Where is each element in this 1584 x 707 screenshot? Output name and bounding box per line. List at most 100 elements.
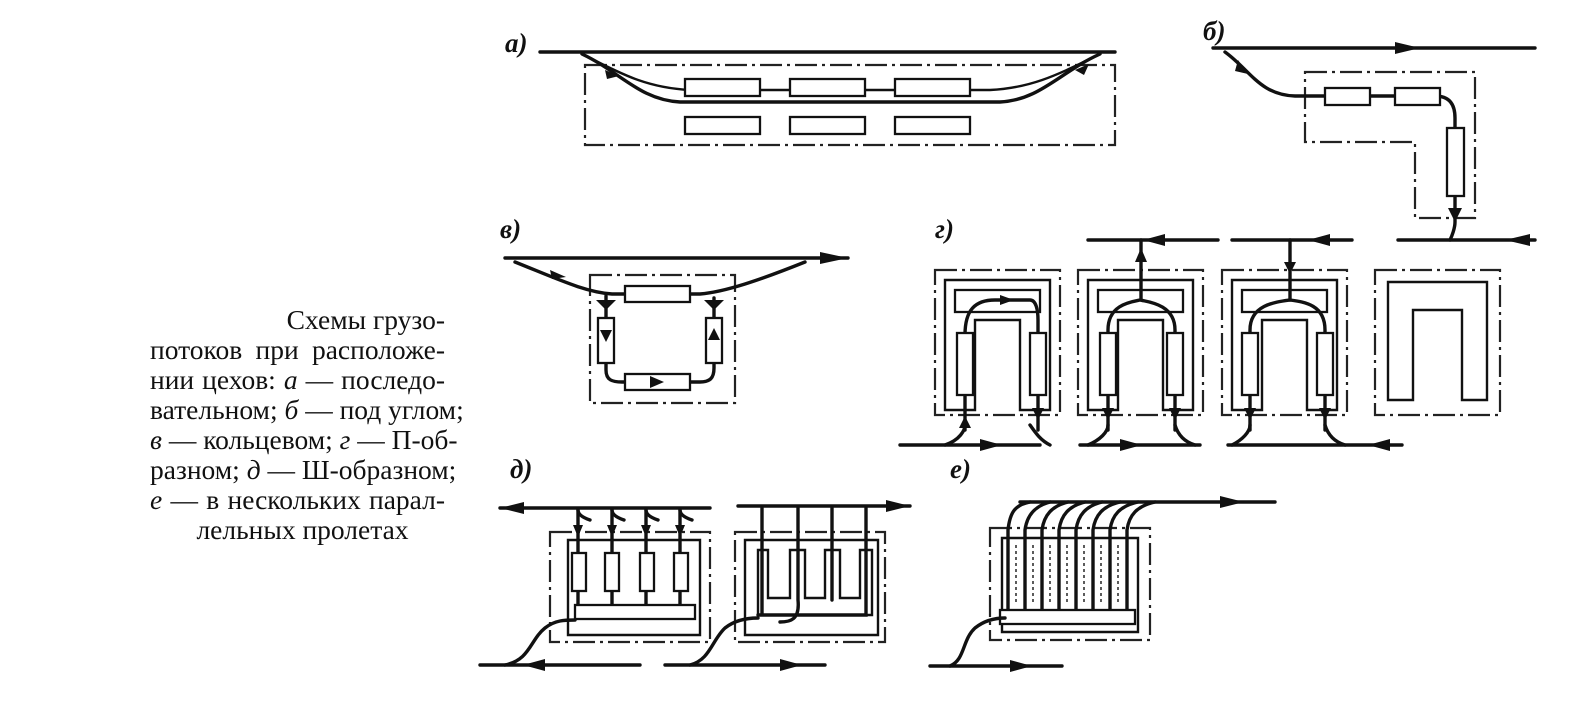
panel-d-unit-2-outline xyxy=(733,530,887,644)
caption-line-5: в — кольцевом; г — П-об- xyxy=(150,424,458,455)
panel-d-unit-1-shop-2 xyxy=(603,551,621,593)
panel-e-lower-join xyxy=(948,616,1007,668)
panel-b-arrow-main xyxy=(1395,42,1420,54)
panel-e-parallel-lines xyxy=(1006,500,1157,614)
panel-g-unit-1-outline xyxy=(933,268,1062,417)
panel-v-arrow-in xyxy=(550,270,566,279)
panel-g-unit-3-arrow-1 xyxy=(1244,408,1256,420)
panel-g-arrow-upper-2 xyxy=(1308,234,1330,246)
caption-line-4: вательном; б — под углом; xyxy=(150,394,464,425)
panel-v-arrow-split-right xyxy=(704,300,724,310)
panel-g-lower-joins-3 xyxy=(1230,423,1347,447)
panel-b-workshop-3 xyxy=(1445,126,1466,198)
panel-d-unit-1-shop-1 xyxy=(570,551,588,593)
panel-v-arrow-down xyxy=(600,330,612,342)
panel-e-arrow-upper xyxy=(1220,496,1244,508)
panel-g-label: г) xyxy=(935,214,954,244)
caption-line-8: лельных пролетах xyxy=(196,514,409,545)
panel-d-label: д) xyxy=(510,454,532,484)
panel-g-u-shaped: г) xyxy=(898,214,1502,451)
panel-a-workshop-3 xyxy=(893,77,972,98)
panel-d-unit-2-lines xyxy=(756,506,868,624)
panel-g-unit-2-left-shop xyxy=(1098,331,1118,397)
panel-g-lower-joins-1 xyxy=(943,423,1052,447)
panel-d-arrow-upper-1 xyxy=(500,502,524,514)
panel-e-arrow-lower xyxy=(1010,660,1032,672)
panel-g-arrow-lower-2 xyxy=(1120,439,1142,451)
panel-g-unit-2-right-shop xyxy=(1165,331,1185,397)
panel-v-workshop-top xyxy=(623,284,692,304)
panel-e-parallel-spans: е) xyxy=(928,454,1277,672)
caption-line-1: Схемы грузо- xyxy=(286,304,445,335)
panel-d-unit-2-comb xyxy=(756,548,874,617)
panel-v-arrow-right xyxy=(650,376,664,388)
panel-b-angled: б) xyxy=(1203,16,1537,246)
panel-v-arrow-up xyxy=(708,328,720,340)
panel-d-arrow-upper-2 xyxy=(886,500,910,512)
panel-g-unit-3-arrow-2 xyxy=(1319,408,1331,420)
panel-v-ring-loop xyxy=(604,294,716,384)
figure-caption: Схемы грузо- потоков при расположе- нии … xyxy=(150,304,464,545)
panel-d-unit-1-frame xyxy=(566,538,702,637)
panel-e-building-outline xyxy=(988,526,1152,642)
panel-v-building-outline xyxy=(588,273,737,405)
panel-g-lower-joins-2 xyxy=(1086,423,1197,447)
panel-g-arrow-lower-3 xyxy=(1368,439,1390,451)
panel-d-unit-2-frame xyxy=(743,538,880,637)
panel-v-label: в) xyxy=(500,214,521,244)
panel-b-arrow-down xyxy=(1448,208,1462,222)
panel-g-unit-1-arrow xyxy=(1000,295,1014,305)
panel-d-arrow-lower-1 xyxy=(523,659,545,671)
panel-d-unit-1-shop-4 xyxy=(672,551,690,593)
panel-e-label: е) xyxy=(950,454,971,484)
panel-d-lower-join-2 xyxy=(688,616,760,667)
panel-d-unit-1-curves xyxy=(576,508,694,522)
panel-a-arrow-out xyxy=(1075,64,1089,75)
panel-g-unit-4-frame xyxy=(1386,280,1489,402)
panel-d-lower-join-1 xyxy=(503,618,577,667)
panel-a-arrow-in xyxy=(605,70,619,79)
panel-b-workshop-1 xyxy=(1323,86,1372,107)
panel-g-unit-1-right-shop xyxy=(1028,331,1048,397)
panel-g-unit-3-arrow-down xyxy=(1284,262,1296,274)
panel-d-w-shaped: д) xyxy=(478,454,912,671)
panel-g-unit-1-frame xyxy=(943,278,1052,412)
panel-d-arrow-lower-2 xyxy=(780,659,802,671)
panel-b-workshop-2 xyxy=(1393,86,1442,107)
panel-g-unit-3-right-shop xyxy=(1315,331,1335,397)
panel-d-unit-1-bottom-shop xyxy=(573,603,697,621)
panel-a-workshop-1 xyxy=(683,77,762,98)
panel-b-label: б) xyxy=(1203,16,1225,46)
panel-a-workshop-4 xyxy=(683,115,762,136)
panel-g-arrow-upper-1 xyxy=(1143,234,1165,246)
panel-g-unit-1-left-shop xyxy=(955,331,975,397)
panel-a-workshop-2 xyxy=(788,77,867,98)
panel-v-workshop-right xyxy=(704,316,724,365)
panel-v-arrow-split-left xyxy=(596,300,616,310)
panel-a-building-outline xyxy=(583,63,1117,147)
panel-v-arrow-main xyxy=(820,252,848,264)
panel-a-workshop-5 xyxy=(788,115,867,136)
caption-line-7: е — в нескольких парал- xyxy=(150,484,445,515)
caption-line-2: потоков при расположе- xyxy=(150,334,445,365)
panel-g-unit-1-arrow-up xyxy=(959,416,971,428)
panel-b-siding xyxy=(1223,50,1457,242)
panel-g-unit-4-outline xyxy=(1373,268,1502,417)
panel-a-siding-outer xyxy=(580,52,1102,104)
panel-g-unit-3-outline xyxy=(1220,268,1349,417)
panel-g-arrow-lower-1 xyxy=(980,439,1002,451)
panel-e-dotted-spans xyxy=(1015,545,1119,605)
panel-d-unit-1-shop-3 xyxy=(638,551,656,593)
panel-g-unit-3-left-shop xyxy=(1240,331,1260,397)
panel-e-bottom-shop xyxy=(998,608,1137,626)
panel-b-building-outline xyxy=(1303,70,1477,220)
panel-a-sequential: а) xyxy=(505,28,1117,147)
panel-g-unit-3-frame xyxy=(1230,278,1339,412)
panel-g-unit-2-arrow-1 xyxy=(1102,408,1114,420)
panel-a-label: а) xyxy=(505,28,528,58)
panel-g-unit-2-arrow-up xyxy=(1135,248,1147,262)
panel-b-arrow-lower xyxy=(1505,234,1530,246)
caption-line-3: нии цехов: а — последо- xyxy=(150,364,445,395)
panel-b-arrow-in xyxy=(1235,60,1248,74)
